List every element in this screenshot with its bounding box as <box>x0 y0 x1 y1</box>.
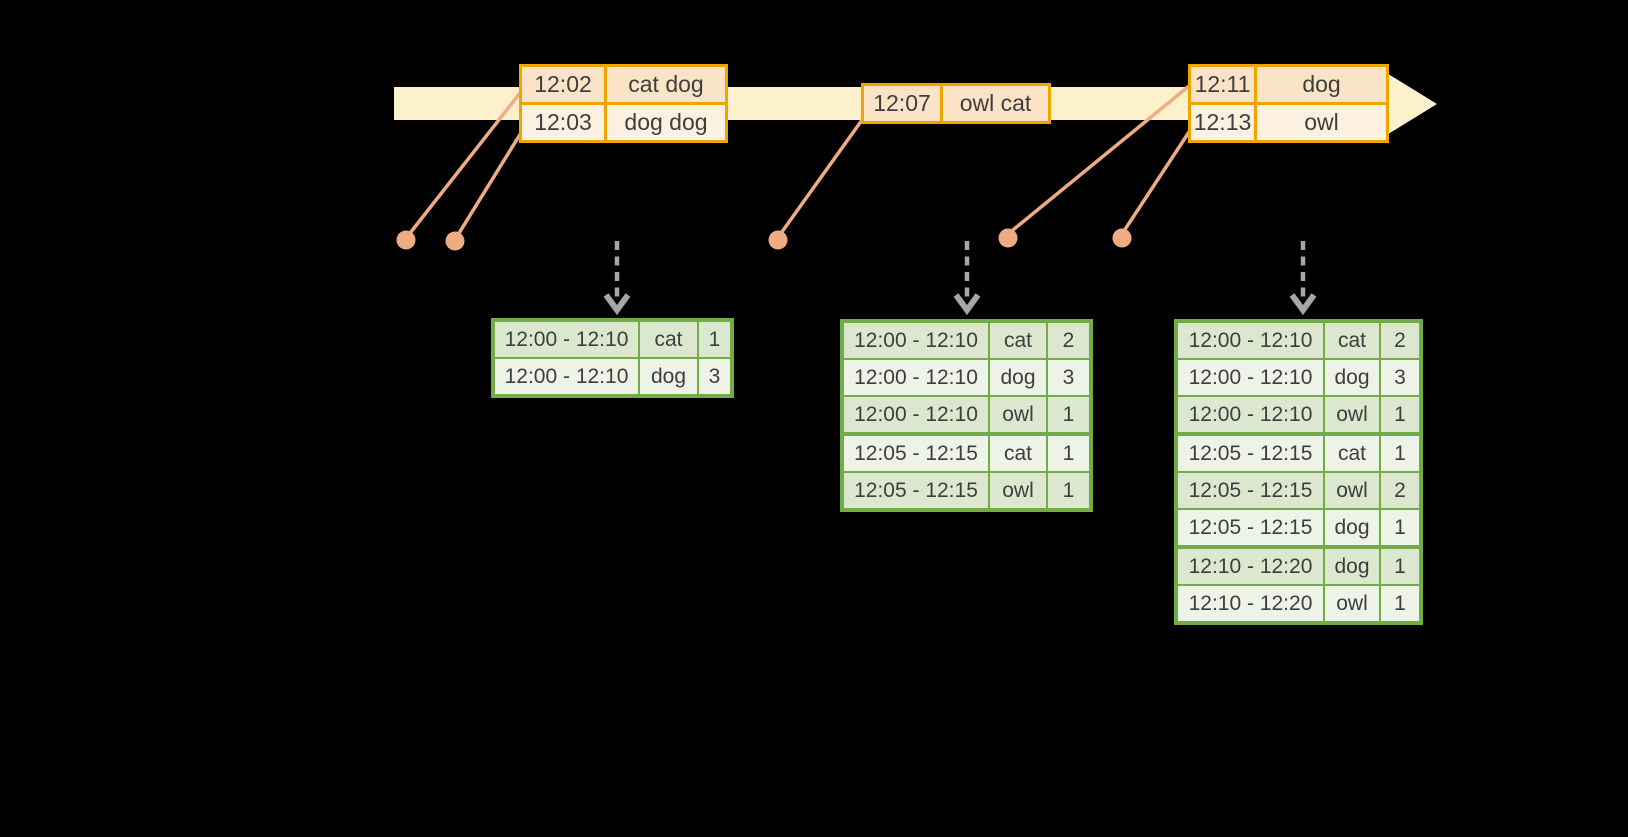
table-row: 12:05 - 12:15 owl 2 <box>1178 473 1419 508</box>
window-cell: 12:05 - 12:15 <box>1178 510 1323 545</box>
trigger-arrows <box>603 241 1317 316</box>
table-row: 12:10 - 12:20 owl 1 <box>1178 586 1419 621</box>
event-time-cell: 12:02 <box>522 67 604 102</box>
event-row: 12:07 owl cat <box>864 86 1048 121</box>
result-table-2: 12:00 - 12:10 cat 2 12:00 - 12:10 dog 3 … <box>840 319 1093 512</box>
count-cell: 1 <box>1381 586 1419 621</box>
result-table-1: 12:00 - 12:10 cat 1 12:00 - 12:10 dog 3 <box>491 318 734 398</box>
event-row: 12:02 cat dog <box>522 67 725 102</box>
window-cell: 12:00 - 12:10 <box>1178 323 1323 358</box>
word-cell: owl <box>1325 397 1379 432</box>
word-cell: dog <box>990 360 1046 395</box>
word-cell: owl <box>1325 586 1379 621</box>
word-cell: owl <box>1325 473 1379 508</box>
event-time-cell: 12:07 <box>864 86 940 121</box>
event-time-dot <box>768 230 788 250</box>
event-words-cell: cat dog <box>607 67 725 102</box>
event-connector-lines <box>405 84 1193 239</box>
count-cell: 1 <box>1381 549 1419 584</box>
count-cell: 1 <box>699 322 730 357</box>
word-cell: owl <box>990 397 1046 432</box>
event-time-dot <box>445 231 465 251</box>
table-row: 12:05 - 12:15 cat 1 <box>1178 436 1419 471</box>
count-cell: 3 <box>1381 360 1419 395</box>
table-row: 12:00 - 12:10 dog 3 <box>495 359 730 394</box>
table-row: 12:10 - 12:20 dog 1 <box>1178 549 1419 584</box>
count-cell: 3 <box>1048 360 1089 395</box>
event-row: 12:03 dog dog <box>522 105 725 140</box>
event-time-cell: 12:03 <box>522 105 604 140</box>
word-cell: cat <box>990 323 1046 358</box>
table-row: 12:00 - 12:10 owl 1 <box>844 397 1089 432</box>
table-row: 12:00 - 12:10 cat 1 <box>495 322 730 357</box>
window-cell: 12:05 - 12:15 <box>1178 473 1323 508</box>
trigger-arrowhead-icon <box>1289 293 1317 316</box>
word-cell: cat <box>1325 323 1379 358</box>
count-cell: 1 <box>1381 510 1419 545</box>
event-time-dot <box>1112 228 1132 248</box>
count-cell: 1 <box>1048 436 1089 471</box>
word-cell: dog <box>640 359 697 394</box>
count-cell: 1 <box>1048 473 1089 508</box>
word-cell: owl <box>990 473 1046 508</box>
event-connector-line <box>454 127 526 239</box>
event-table-2: 12:07 owl cat <box>861 83 1051 124</box>
word-cell: cat <box>990 436 1046 471</box>
window-cell: 12:00 - 12:10 <box>844 323 988 358</box>
table-row: 12:00 - 12:10 cat 2 <box>844 323 1089 358</box>
count-cell: 3 <box>699 359 730 394</box>
count-cell: 1 <box>1048 397 1089 432</box>
window-cell: 12:10 - 12:20 <box>1178 549 1323 584</box>
count-cell: 2 <box>1381 323 1419 358</box>
event-time-dot <box>396 230 416 250</box>
event-connector-line <box>1006 84 1191 236</box>
event-words-cell: owl <box>1257 105 1386 140</box>
word-cell: cat <box>640 322 697 357</box>
event-words-cell: dog <box>1257 67 1386 102</box>
word-cell: dog <box>1325 510 1379 545</box>
table-row: 12:00 - 12:10 dog 3 <box>844 360 1089 395</box>
event-row: 12:11 dog <box>1191 67 1386 102</box>
word-cell: cat <box>1325 436 1379 471</box>
table-row: 12:05 - 12:15 cat 1 <box>844 436 1089 471</box>
window-cell: 12:10 - 12:20 <box>1178 586 1323 621</box>
event-table-3: 12:11 dog 12:13 owl <box>1188 64 1389 143</box>
trigger-arrowhead-icon <box>953 293 981 316</box>
event-connector-line <box>777 118 864 238</box>
event-time-dot <box>998 228 1018 248</box>
count-cell: 1 <box>1381 397 1419 432</box>
window-cell: 12:00 - 12:10 <box>844 397 988 432</box>
event-table-1: 12:02 cat dog 12:03 dog dog <box>519 64 728 143</box>
count-cell: 1 <box>1381 436 1419 471</box>
result-table-3: 12:00 - 12:10 cat 2 12:00 - 12:10 dog 3 … <box>1174 319 1423 625</box>
table-row: 12:00 - 12:10 owl 1 <box>1178 397 1419 432</box>
window-cell: 12:00 - 12:10 <box>495 359 638 394</box>
window-cell: 12:00 - 12:10 <box>844 360 988 395</box>
word-cell: dog <box>1325 360 1379 395</box>
table-row: 12:05 - 12:15 owl 1 <box>844 473 1089 508</box>
event-words-cell: dog dog <box>607 105 725 140</box>
window-cell: 12:00 - 12:10 <box>1178 397 1323 432</box>
count-cell: 2 <box>1381 473 1419 508</box>
event-time-cell: 12:13 <box>1191 105 1254 140</box>
table-row: 12:00 - 12:10 cat 2 <box>1178 323 1419 358</box>
event-connector-line <box>405 91 522 239</box>
event-time-cell: 12:11 <box>1191 67 1254 102</box>
window-cell: 12:00 - 12:10 <box>495 322 638 357</box>
event-words-cell: owl cat <box>943 86 1048 121</box>
window-cell: 12:00 - 12:10 <box>1178 360 1323 395</box>
event-connector-line <box>1120 128 1193 235</box>
window-cell: 12:05 - 12:15 <box>844 473 988 508</box>
table-row: 12:00 - 12:10 dog 3 <box>1178 360 1419 395</box>
table-row: 12:05 - 12:15 dog 1 <box>1178 510 1419 545</box>
event-time-dots <box>396 228 1132 251</box>
event-row: 12:13 owl <box>1191 105 1386 140</box>
window-cell: 12:05 - 12:15 <box>1178 436 1323 471</box>
count-cell: 2 <box>1048 323 1089 358</box>
trigger-arrowhead-icon <box>603 293 631 316</box>
word-cell: dog <box>1325 549 1379 584</box>
window-cell: 12:05 - 12:15 <box>844 436 988 471</box>
timeline-arrowhead-icon <box>1385 72 1437 136</box>
